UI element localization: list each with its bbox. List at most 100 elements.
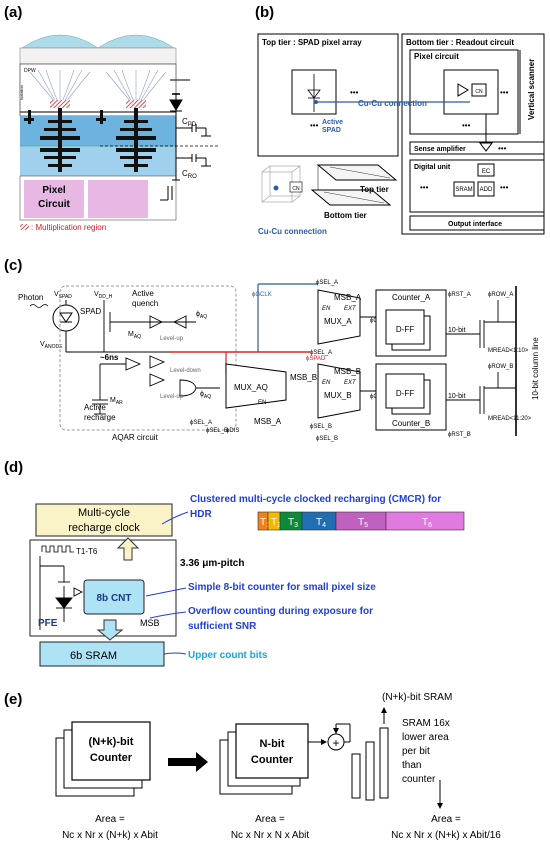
photon-wave <box>29 304 49 308</box>
panel-d: (d) Multi-cycle recharge clock T1-T6 8b … <box>4 459 465 667</box>
tier-grid <box>323 166 391 204</box>
segment-t4-label: T4 <box>316 517 326 529</box>
readout-wires <box>446 286 517 436</box>
microlens-left <box>21 34 99 49</box>
active-quench-line2: quench <box>132 299 158 308</box>
mux-b-en: EN <box>322 380 331 386</box>
interconnect-left <box>24 108 80 172</box>
clock-up-arrow <box>116 537 140 561</box>
recharge-clock-line1: Multi-cycle <box>78 507 130 519</box>
add-block <box>477 181 495 197</box>
vspad-label: VSPAD <box>54 291 72 300</box>
bottom-tier-title: Bottom tier : Readout circuit <box>406 38 514 47</box>
interconnect-right <box>96 108 156 172</box>
msb-b-left-label: MSB_B <box>290 373 317 382</box>
sram-col-1 <box>351 753 361 799</box>
panel-a: (a) DPW Isolation <box>4 4 220 232</box>
mux-a-block <box>317 289 361 345</box>
output-interface-label: Output interface <box>448 221 502 228</box>
mux-aq-en: EN <box>258 400 266 406</box>
isolation-label: Isolation <box>19 85 24 100</box>
ec-text: EC <box>482 169 491 175</box>
vertical-scanner-label: Vertical scanner <box>527 59 536 120</box>
cpd-label: CPD <box>182 117 197 128</box>
area3-formula: Nc x Nr x (N+k) x Abit/16 <box>391 830 501 841</box>
bottom-tier-plate <box>310 189 392 206</box>
segment-t6 <box>385 511 465 531</box>
pitch-label: 3.36 μm-pitch <box>180 558 244 569</box>
pfe-label: PFE <box>38 618 58 629</box>
panel-c-label: (c) <box>4 257 22 274</box>
sram-note-line-4: than <box>402 760 421 771</box>
output-interface-box <box>409 215 545 231</box>
bottom-tier-label: Bottom tier <box>324 211 367 220</box>
level-up-label-2: Level-up <box>160 394 184 400</box>
top-dots-right: ••• <box>350 88 359 97</box>
pixel-circuit-left <box>24 180 84 218</box>
top-tier-label: Top tier <box>360 185 389 194</box>
sense-amp-box <box>409 141 545 155</box>
counter-a-label: Counter_A <box>392 293 431 302</box>
counter2-line2: Counter <box>251 754 294 766</box>
counter2-front <box>235 723 309 779</box>
active-recharge-line1: Active <box>84 403 106 412</box>
panel-a-label: (a) <box>4 4 22 21</box>
cube-sketch <box>261 165 301 203</box>
sram-note-line-3: per bit <box>402 746 430 757</box>
area2-formula: Nc x Nr x N x Abit <box>231 830 310 841</box>
spad-label: SPAD <box>80 307 101 316</box>
photon-label: Photon <box>18 293 43 302</box>
aqar-label: AQAR circuit <box>112 433 159 442</box>
readout-dots-right: ••• <box>500 88 509 97</box>
vanode-label: VANODE <box>40 341 63 350</box>
pixel-circuit-label-1: Pixel <box>42 185 66 196</box>
level-up-label-1: Level-up <box>160 336 184 342</box>
ten-bit-a: 10-bit <box>448 327 466 334</box>
maq-label: MAQ <box>128 331 141 340</box>
spad-symbol-b <box>307 74 321 112</box>
mult-region-right <box>126 100 146 108</box>
sense-amp-symbol <box>479 142 493 152</box>
sense-amp-label: Sense amplifier <box>414 146 466 153</box>
msb-label: MSB <box>140 618 160 628</box>
digital-dots-left: ••• <box>420 183 429 192</box>
dff-b-label: D-FF <box>396 389 414 398</box>
active-recharge-line2: recharge <box>84 413 116 422</box>
filter-layer <box>19 47 177 65</box>
counter1-front <box>71 721 151 781</box>
field-lines-left <box>29 69 91 103</box>
sense-dots: ••• <box>498 144 507 153</box>
active-quench-line1: Active <box>132 289 154 298</box>
microlens-right <box>97 34 175 49</box>
ec-block <box>477 163 495 177</box>
clock-waveform <box>41 545 74 553</box>
pixel-circuit-title: Pixel circuit <box>414 52 459 61</box>
segment-t3-label: T3 <box>288 517 298 529</box>
area1-formula: Nc x Nr x (N+k) x Abit <box>62 830 158 841</box>
phi-aq-label-top: ϕAQ <box>196 311 207 320</box>
adder-wires <box>308 707 443 809</box>
legend-swatch <box>20 224 29 230</box>
mux-b-block <box>317 363 361 419</box>
add-text: ADD <box>480 187 493 193</box>
counter1-line2: Counter <box>90 752 133 764</box>
legend-text: : Multiplication region <box>31 223 106 232</box>
segment-t2-label: T2 <box>271 517 281 529</box>
cube-node <box>273 185 279 191</box>
transform-arrow <box>168 752 208 772</box>
msb-a-left-label: MSB_A <box>254 417 282 426</box>
cmcr-line1: Clustered multi-cycle clocked recharging… <box>190 494 441 505</box>
aqar-circuit-wires <box>66 300 220 415</box>
sram-title: (N+k)-bit SRAM <box>382 692 452 703</box>
aqar-boundary <box>59 285 237 431</box>
panel-c: (c) Photon VSPAD SPAD VANODE VDD_H Activ… <box>4 257 540 442</box>
segment-bar: T1T2T3T4T5T6 <box>257 511 465 531</box>
phi-sel-b-bottom: ϕSEL_B <box>206 428 228 434</box>
mux-aq-label: MUX_AQ <box>234 383 268 392</box>
area1-eq: Area = <box>95 814 125 825</box>
mux-a-ext: EXT <box>344 306 357 312</box>
phi-row-b-label: ϕROW_B <box>488 364 513 370</box>
counter1-line1: (N+k)-bit <box>89 736 134 748</box>
mux-aq-block <box>225 363 287 409</box>
